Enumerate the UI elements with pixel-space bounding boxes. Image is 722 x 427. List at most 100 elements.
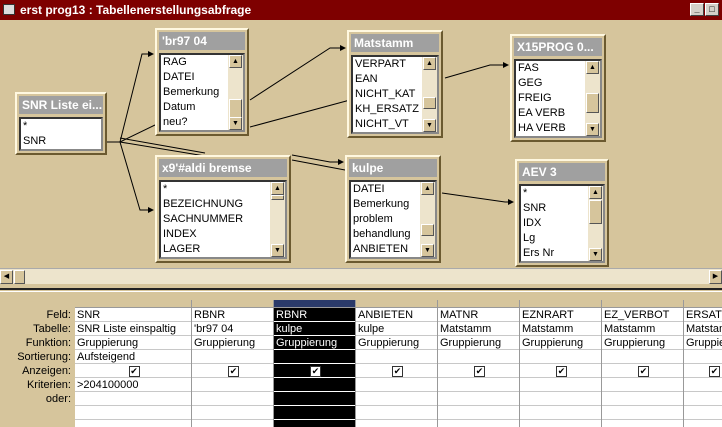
pane-splitter[interactable]	[0, 288, 722, 292]
cell-feld[interactable]: RBNR	[192, 308, 273, 322]
cell-sortierung[interactable]: Aufsteigend	[75, 350, 191, 364]
column-selector[interactable]	[356, 300, 437, 308]
cell-empty[interactable]	[684, 406, 722, 420]
field-item[interactable]: NICHT_KAT	[355, 88, 416, 100]
cell-oder[interactable]	[274, 392, 355, 406]
table-title[interactable]: Matstamm	[351, 34, 439, 52]
cell-oder[interactable]	[602, 392, 683, 406]
cell-sortierung[interactable]	[438, 350, 519, 364]
cell-tabelle[interactable]: Matstamm	[520, 322, 601, 336]
table-box-snr-liste[interactable]: SNR Liste ei... * SNR	[15, 92, 107, 155]
cell-funktion[interactable]: Gruppierung	[192, 336, 273, 350]
cell-funktion[interactable]: Gruppierung	[274, 336, 355, 350]
cell-empty[interactable]	[356, 406, 437, 420]
show-checkbox[interactable]: ✔	[709, 366, 720, 377]
field-item[interactable]: Bemerkung	[163, 86, 220, 98]
field-item[interactable]: BEZEICHNUNG	[163, 198, 244, 210]
cell-funktion[interactable]: Gruppierung	[602, 336, 683, 350]
vertical-scrollbar[interactable]: ▲▼	[585, 61, 600, 136]
vertical-scrollbar[interactable]: ▲▼	[420, 182, 435, 257]
cell-empty[interactable]	[274, 406, 355, 420]
field-item[interactable]: Lg	[523, 232, 536, 244]
cell-sortierung[interactable]	[684, 350, 722, 364]
field-item[interactable]: Datum	[163, 101, 196, 113]
table-box-x15prog[interactable]: X15PROG 0... FAS GEG FREIG EA VERB HA VE…	[510, 34, 606, 142]
cell-tabelle[interactable]: kulpe	[356, 322, 437, 336]
field-item[interactable]: ANBIETEN	[353, 243, 409, 255]
cell-feld[interactable]: SNR	[75, 308, 191, 322]
horizontal-scrollbar[interactable]: ◀ ▶	[0, 268, 722, 284]
cell-oder[interactable]	[438, 392, 519, 406]
field-item[interactable]: Bemerkung	[353, 198, 410, 210]
field-item[interactable]: *	[523, 187, 528, 199]
cell-funktion[interactable]: Gruppierung	[520, 336, 601, 350]
column-selector[interactable]	[192, 300, 273, 308]
field-item[interactable]: SACHNUMMER	[163, 213, 244, 225]
cell-kriterien[interactable]	[602, 378, 683, 392]
field-item[interactable]: SNR	[23, 135, 47, 147]
vertical-scrollbar[interactable]: ▲▼	[228, 55, 243, 130]
cell-oder[interactable]	[192, 392, 273, 406]
minimize-button[interactable]: _	[690, 3, 704, 16]
vertical-scrollbar[interactable]: ▲▼	[422, 57, 437, 132]
cell-funktion[interactable]: Gruppierung	[75, 336, 191, 350]
scroll-thumb[interactable]	[14, 270, 25, 284]
cell-feld[interactable]: RBNR	[274, 308, 355, 322]
cell-kriterien[interactable]	[684, 378, 722, 392]
cell-empty[interactable]	[602, 406, 683, 420]
show-checkbox[interactable]: ✔	[474, 366, 485, 377]
table-box-aev-3[interactable]: AEV 3 * SNR IDX Lg Ers Nr ▲▼	[515, 159, 609, 267]
table-title[interactable]: x9'#aldi bremse	[159, 159, 287, 177]
cell-sortierung[interactable]	[520, 350, 601, 364]
cell-tabelle[interactable]: 'br97 04	[192, 322, 273, 336]
cell-tabelle[interactable]: kulpe	[274, 322, 355, 336]
show-checkbox[interactable]: ✔	[556, 366, 567, 377]
table-box-matstamm[interactable]: Matstamm VERPART EAN NICHT_KAT KH_ERSATZ…	[347, 30, 443, 138]
table-title[interactable]: SNR Liste ei...	[19, 96, 103, 114]
field-item[interactable]: SNR	[523, 202, 547, 214]
cell-oder[interactable]	[75, 392, 191, 406]
cell-sortierung[interactable]	[602, 350, 683, 364]
vertical-scrollbar[interactable]: ▲▼	[270, 182, 285, 257]
table-title[interactable]: kulpe	[349, 159, 437, 177]
table-box-kulpe[interactable]: kulpe DATEI Bemerkung problem behandlung…	[345, 155, 441, 263]
cell-sortierung[interactable]	[274, 350, 355, 364]
show-checkbox[interactable]: ✔	[310, 366, 321, 377]
field-item[interactable]: neu?	[163, 116, 188, 128]
cell-sortierung[interactable]	[192, 350, 273, 364]
column-selector[interactable]	[602, 300, 683, 308]
cell-kriterien[interactable]	[192, 378, 273, 392]
field-item[interactable]: KH_ERSATZ	[355, 103, 419, 115]
cell-tabelle[interactable]: Matstamm	[438, 322, 519, 336]
column-selector[interactable]	[520, 300, 601, 308]
field-item[interactable]: Ers Nr	[523, 247, 555, 259]
field-item[interactable]: GEG	[518, 77, 543, 89]
column-selector[interactable]	[438, 300, 519, 308]
cell-empty[interactable]	[520, 406, 601, 420]
cell-kriterien[interactable]	[438, 378, 519, 392]
cell-feld[interactable]: MATNR	[438, 308, 519, 322]
cell-oder[interactable]	[684, 392, 722, 406]
cell-oder[interactable]	[520, 392, 601, 406]
field-item[interactable]: behandlung	[353, 228, 411, 240]
show-checkbox[interactable]: ✔	[228, 366, 239, 377]
field-item[interactable]: INDEX	[163, 228, 197, 240]
field-item[interactable]: VERPART	[355, 58, 406, 70]
table-title[interactable]: 'br97 04	[159, 32, 245, 50]
cell-feld[interactable]: EZNRART	[520, 308, 601, 322]
cell-tabelle[interactable]: Matstamm	[602, 322, 683, 336]
cell-tabelle[interactable]: Matstamm	[684, 322, 722, 336]
cell-funktion[interactable]: Gruppierung	[356, 336, 437, 350]
show-checkbox[interactable]: ✔	[638, 366, 649, 377]
cell-empty[interactable]	[438, 406, 519, 420]
cell-empty[interactable]	[75, 406, 191, 420]
column-selector[interactable]	[684, 300, 722, 308]
column-selector[interactable]	[75, 300, 191, 308]
